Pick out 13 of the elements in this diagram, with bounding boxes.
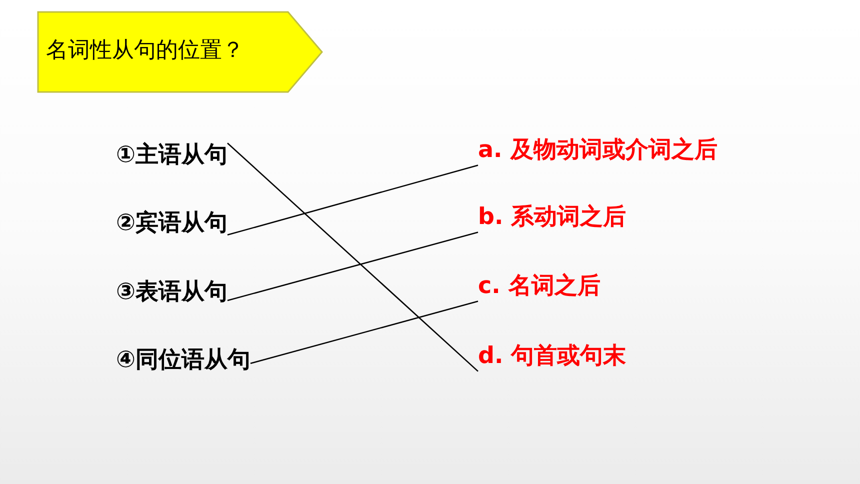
clause-item: ③表语从句: [116, 275, 228, 309]
title: 名词性从句的位置？: [46, 37, 244, 65]
answer-item: d. 句首或句末: [478, 339, 626, 373]
connector-line: [227, 164, 478, 236]
answer-item: a. 及物动词或介词之后: [478, 133, 718, 167]
connector-line: [250, 300, 478, 364]
clause-item: ①主语从句: [116, 138, 228, 172]
clause-item: ④同位语从句: [116, 343, 250, 377]
clause-item: ②宾语从句: [116, 206, 228, 240]
connector-line: [227, 232, 478, 302]
connector-line: [227, 142, 478, 372]
answer-item: c. 名词之后: [478, 269, 600, 303]
answer-item: b. 系动词之后: [478, 200, 626, 234]
